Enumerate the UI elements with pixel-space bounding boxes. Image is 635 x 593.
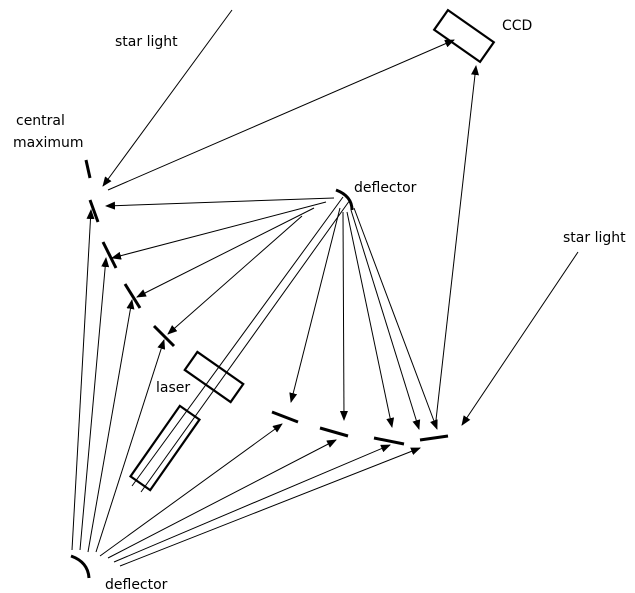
bottom-deflector-left-rays — [71, 209, 166, 553]
ccd-label: CCD — [502, 18, 532, 34]
ccd-ray-left — [107, 39, 455, 191]
ccd-ray-right — [435, 65, 479, 421]
central-maximum-mark — [84, 159, 92, 179]
grating-bottom-1 — [271, 410, 299, 424]
bottom-deflector — [70, 554, 91, 579]
laser-lens — [183, 350, 245, 404]
laser-label: laser — [156, 380, 190, 396]
grating-left-4 — [152, 324, 176, 348]
left-gratings — [84, 159, 176, 348]
grating-bottom-3 — [373, 436, 405, 446]
deflector-top-label: deflector — [354, 180, 417, 196]
grating-left-2 — [101, 241, 118, 269]
top-deflector-bottom-rays — [289, 207, 438, 430]
central-maximum-label-line1: central — [16, 113, 65, 129]
bottom-gratings — [271, 410, 449, 446]
deflector-bottom-label: deflector — [105, 577, 168, 593]
central-maximum-label-line2: maximum — [13, 135, 84, 151]
star-light-top-label: star light — [115, 34, 178, 50]
grating-left-3 — [123, 283, 142, 309]
laser-body — [128, 404, 202, 492]
top-deflector-left-rays — [105, 197, 335, 335]
top-deflector — [335, 188, 354, 211]
ccd-rays — [107, 39, 479, 421]
grating-bottom-4 — [419, 434, 449, 442]
laser-beam — [131, 196, 351, 493]
ccd-detector — [432, 8, 496, 64]
star-light-ray-top — [102, 9, 233, 187]
star-light-rays — [102, 9, 579, 426]
bottom-deflector-bottom-rays — [99, 423, 421, 567]
grating-bottom-2 — [319, 426, 349, 438]
star-light-ray-right — [461, 251, 579, 426]
star-light-right-label: star light — [563, 230, 626, 246]
